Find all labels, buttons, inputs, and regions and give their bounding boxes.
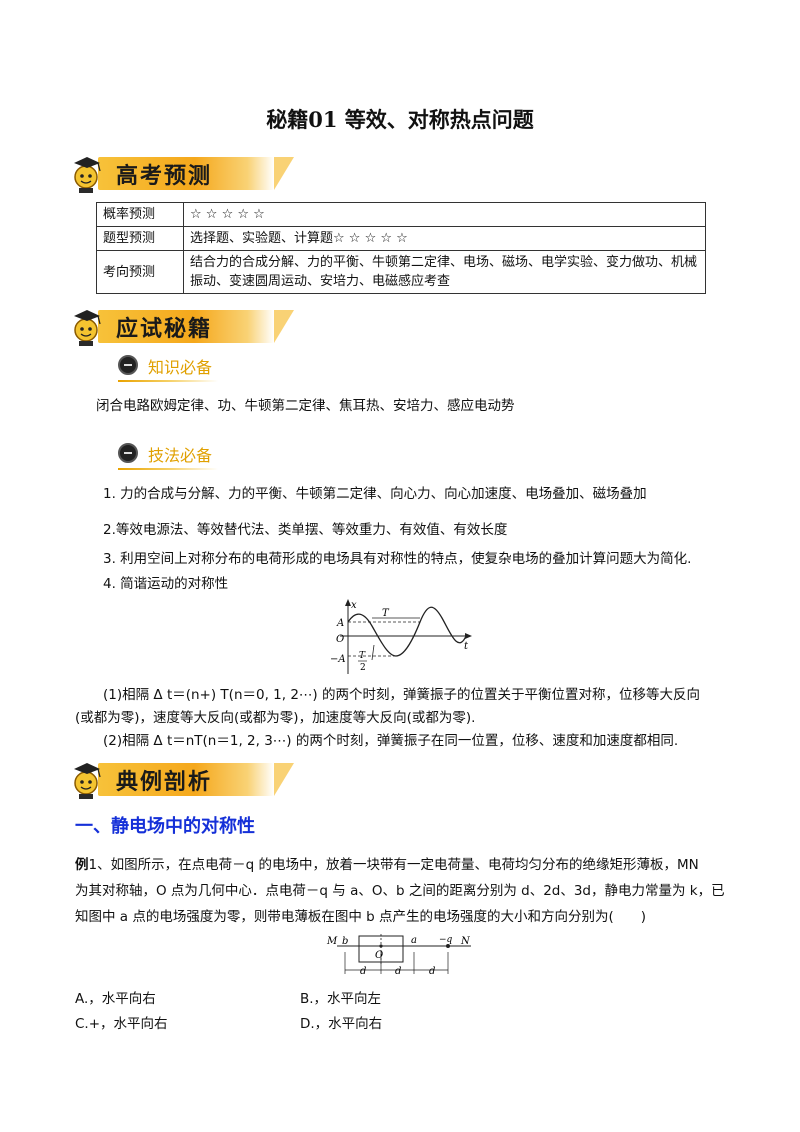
forecast-table: 概率预测 ☆ ☆ ☆ ☆ ☆ 题型预测 选择题、实验题、计算题☆ ☆ ☆ ☆ ☆… — [96, 202, 706, 294]
skill-item: 4. 简谐运动的对称性 — [103, 576, 229, 592]
mascot-icon — [74, 310, 101, 346]
period-label: T — [382, 608, 390, 619]
shm-graph-figure: x t A O −A T T 2 — [330, 599, 472, 674]
banner-forecast-label: 高考预测 — [116, 164, 213, 189]
example-label: 例 — [75, 857, 89, 873]
subheading-knowledge: 知识必备 — [118, 352, 278, 382]
neg-amplitude-label: −A — [330, 654, 346, 665]
example-line: 为其对称轴，O 点为几何中心．点电荷－q 与 a、O、b 之间的距离分别为 d、… — [75, 883, 725, 899]
label-d: d — [360, 966, 366, 977]
section-heading: 一、静电场中的对称性 — [75, 816, 255, 837]
half-period-num: T — [359, 651, 366, 661]
table-key: 概率预测 — [96, 202, 184, 227]
skill-item: 3. 利用空间上对称分布的电荷形成的电场具有对称性的特点，使复杂电场的叠加计算问… — [103, 551, 692, 567]
half-period-den: 2 — [360, 663, 366, 673]
amplitude-label: A — [336, 618, 344, 629]
subheading-knowledge-label: 知识必备 — [148, 358, 213, 377]
banner-secrets-label: 应试秘籍 — [116, 317, 213, 342]
skill-item: 1. 力的合成与分解、力的平衡、牛顿第二定律、向心力、向心加速度、电场叠加、磁场… — [103, 486, 647, 502]
option-b: B.，水平向左 — [300, 991, 382, 1007]
origin-label: O — [336, 634, 344, 645]
example-line: 例1、如图所示，在点电荷－q 的电场中，放着一块带有一定电荷量、电荷均匀分布的绝… — [75, 855, 699, 875]
table-row: 考向预测 结合力的合成分解、力的平衡、牛顿第二定律、电场、磁场、电学实验、变力做… — [96, 250, 706, 294]
table-key: 考向预测 — [96, 250, 184, 294]
note-line: (或都为零)，速度等大反向(或都为零)，加速度等大反向(或都为零). — [75, 710, 476, 726]
option-d: D.，水平向右 — [300, 1016, 383, 1032]
table-value: ☆ ☆ ☆ ☆ ☆ — [183, 202, 706, 227]
option-c: C.+，水平向右 — [75, 1016, 168, 1032]
knowledge-text: 闭合电路欧姆定律、功、牛顿第二定律、焦耳热、安培力、感应电动势 — [96, 398, 515, 414]
subheading-skills-label: 技法必备 — [148, 446, 213, 465]
mascot-icon — [74, 157, 101, 193]
label-b: b — [342, 936, 348, 947]
banner-examples: 典例剖析 — [70, 758, 310, 800]
banner-examples-label: 典例剖析 — [116, 770, 213, 795]
bullet-disc-icon — [118, 355, 138, 375]
label-M: M — [326, 936, 338, 947]
bullet-disc-icon — [118, 443, 138, 463]
banner-bar — [98, 157, 294, 190]
note-line: (1)相隔 Δ t＝(n+) T(n＝0, 1, 2⋯) 的两个时刻，弹簧振子的… — [103, 687, 700, 703]
table-key: 题型预测 — [96, 226, 184, 251]
axis-x-label: x — [351, 600, 357, 611]
subheading-underline — [118, 380, 218, 382]
note-line: (2)相隔 Δ t＝nT(n＝1, 2, 3⋯) 的两个时刻，弹簧振子在同一位置… — [103, 733, 679, 749]
example-line: 知图中 a 点的电场强度为零，则带电薄板在图中 b 点产生的电场强度的大小和方向… — [75, 909, 647, 925]
mascot-icon — [74, 763, 101, 799]
label-d: d — [429, 966, 435, 977]
option-a: A.，水平向右 — [75, 991, 156, 1007]
axis-t-label: t — [464, 641, 469, 652]
charged-plate-figure: M b O a −q N d d d — [326, 934, 471, 977]
label-a: a — [411, 935, 417, 946]
banner-bar — [98, 763, 294, 796]
subheading-skills: 技法必备 — [118, 440, 278, 470]
banner-forecast: 高考预测 — [70, 152, 310, 194]
table-value: 选择题、实验题、计算题☆ ☆ ☆ ☆ ☆ — [183, 226, 706, 251]
table-value: 结合力的合成分解、力的平衡、牛顿第二定律、电场、磁场、电学实验、变力做功、机械振… — [183, 250, 706, 294]
label-charge: −q — [439, 935, 453, 945]
label-O: O — [375, 950, 383, 961]
subheading-underline — [118, 468, 218, 470]
banner-bar — [98, 310, 294, 343]
table-row: 概率预测 ☆ ☆ ☆ ☆ ☆ — [96, 202, 706, 227]
banner-secrets: 应试秘籍 — [70, 305, 310, 347]
label-N: N — [460, 936, 471, 947]
table-row: 题型预测 选择题、实验题、计算题☆ ☆ ☆ ☆ ☆ — [96, 226, 706, 251]
page-title: 秘籍01 等效、对称热点问题 — [266, 107, 534, 132]
example-text: 1、如图所示，在点电荷－q 的电场中，放着一块带有一定电荷量、电荷均匀分布的绝缘… — [88, 857, 699, 873]
label-d: d — [395, 966, 401, 977]
skill-item: 2.等效电源法、等效替代法、类单摆、等效重力、有效值、有效长度 — [103, 522, 508, 538]
